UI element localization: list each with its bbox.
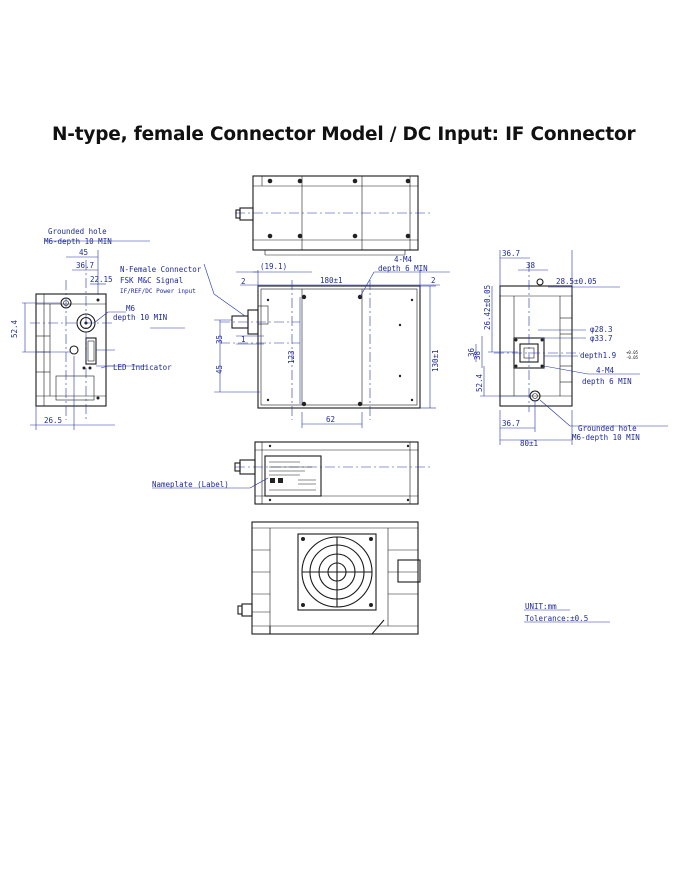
dim-front-2a: 2 bbox=[241, 277, 246, 286]
label-grounded-hole-right: Grounded hole bbox=[578, 424, 637, 433]
label-4-m4-right: 4-M4 bbox=[596, 366, 615, 375]
dim-right-28-5: 28.5±0.05 bbox=[556, 277, 597, 286]
labels: Grounded hole M6-depth 10 MIN 45 36.7 22… bbox=[10, 227, 640, 623]
page-title: N-type, female Connector Model / DC Inpu… bbox=[52, 124, 636, 145]
label-depth-tol-lower: -0.05 bbox=[626, 355, 639, 360]
label-grounded-depth-left: M6-depth 10 MIN bbox=[44, 237, 112, 246]
label-m4-depth-front: depth 6 MIN bbox=[378, 264, 428, 273]
dim-right-26-42: 26.42±0.05 bbox=[483, 285, 492, 330]
bottom-view bbox=[237, 521, 421, 635]
label-tolerance: Tolerance:±0.5 bbox=[525, 614, 588, 623]
dimension-lines bbox=[22, 240, 668, 623]
label-led-indicator: LED Indicator bbox=[113, 363, 172, 372]
dim-right-38v: 38 bbox=[473, 350, 482, 360]
dim-left-22-15: 22.15 bbox=[90, 275, 113, 284]
dim-left-45: 45 bbox=[79, 248, 88, 257]
side-view bbox=[234, 441, 430, 505]
dim-front-180: 180±1 bbox=[320, 276, 343, 285]
dim-right-phi33: φ33.7 bbox=[590, 334, 613, 343]
label-grounded-hole-left: Grounded hole bbox=[48, 227, 107, 236]
label-m6-depth-left: depth 10 MIN bbox=[113, 313, 167, 322]
dim-left-26-5: 26.5 bbox=[44, 416, 62, 425]
label-grounded-depth-right: M6-depth 10 MIN bbox=[572, 433, 640, 442]
dim-right-52-4: 52.4 bbox=[475, 373, 484, 392]
dim-front-2b: 2 bbox=[431, 276, 436, 285]
label-m4-depth-right: depth 6 MIN bbox=[582, 377, 632, 386]
front-view bbox=[220, 280, 421, 420]
dim-right-36v: 36 bbox=[467, 347, 476, 357]
dim-front-1: 1 bbox=[241, 335, 246, 344]
label-depth-right: depth1.9 bbox=[580, 351, 616, 360]
label-unit: UNIT:mm bbox=[525, 602, 557, 611]
dim-front-45: 45 bbox=[215, 365, 224, 374]
dim-right-phi28: φ28.3 bbox=[590, 325, 613, 334]
label-fsk-signal: FSK M&C Signal bbox=[120, 276, 183, 285]
dim-right-38: 38 bbox=[526, 261, 536, 270]
label-m6-left: M6 bbox=[126, 304, 136, 313]
dim-right-80: 80±1 bbox=[520, 439, 538, 448]
label-if-power-input: IF/REF/DC Power input bbox=[120, 288, 196, 295]
dim-left-52-4: 52.4 bbox=[10, 319, 19, 338]
dim-front-19-1: (19.1) bbox=[260, 262, 287, 271]
label-nameplate: Nameplate (Label) bbox=[152, 480, 229, 489]
dim-right-36-7-bot: 36.7 bbox=[502, 419, 520, 428]
right-view bbox=[494, 262, 580, 412]
dim-front-35: 35 bbox=[215, 335, 224, 344]
top-view bbox=[235, 175, 430, 256]
dim-front-123: 123 bbox=[287, 350, 296, 364]
dim-front-130: 130±1 bbox=[431, 349, 440, 372]
dim-right-36-7-top: 36.7 bbox=[502, 249, 520, 258]
label-4-m4-front: 4-M4 bbox=[394, 255, 413, 264]
dim-left-36-7: 36.7 bbox=[76, 261, 94, 270]
label-depth-tol-upper: +0.05 bbox=[626, 350, 639, 355]
label-n-female-connector: N-Female Connector bbox=[120, 265, 202, 274]
dim-front-62: 62 bbox=[326, 415, 335, 424]
